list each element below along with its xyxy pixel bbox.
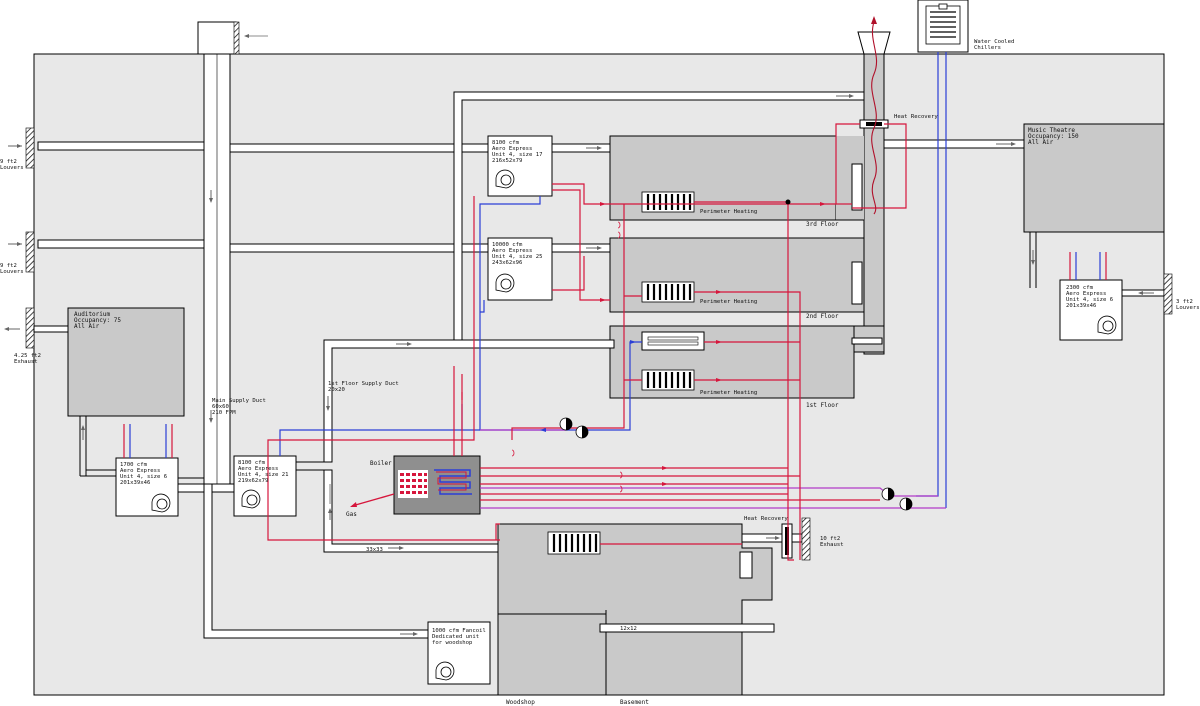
auditorium-ahu [115, 457, 179, 517]
fancoil-text-2: for woodshop [432, 640, 473, 646]
louver-exhaust-right [801, 517, 811, 561]
ahu-2nd-text-0: 10000 cfm [492, 242, 523, 248]
exhaust-right-text-0: 10 ft2 [820, 536, 840, 542]
music-system: All Air [1028, 139, 1054, 146]
ahu-3rd-text-1: Aero Express [492, 146, 532, 152]
auditorium-zone [67, 307, 185, 417]
heat-recovery-top-label: Heat Recovery [894, 114, 938, 120]
floor1-label: 1st Floor [806, 402, 839, 409]
louver-right-text-1: Louvers [1176, 305, 1200, 311]
louver-right-text-0: 3 ft2 [1176, 299, 1193, 305]
ahu-3rd-text-0: 8100 cfm [492, 140, 520, 146]
ahu-aud-text-2: Unit 4, size 6 [120, 474, 167, 480]
chillers-text-1: Chillers [974, 45, 1001, 51]
floor2-label: 2nd Floor [806, 313, 839, 320]
woodshop-zone [497, 613, 607, 696]
ahu-3rd-text-3: 216x52x79 [492, 158, 522, 164]
main-duct-text-2: 210 FPM [212, 410, 236, 416]
ahu-3rd-text-2: Unit 4, size 17 [492, 152, 543, 158]
duct-33-label: 33x33 [366, 547, 383, 553]
music-theatre-zone [1023, 123, 1165, 233]
perim1-label: Perimeter Heating [700, 390, 757, 396]
exhaust-right-text-1: Exhaust [820, 542, 844, 548]
ahu-1st-text-2: Unit 4, size 21 [238, 472, 289, 478]
ahu-2nd-text-2: Unit 4, size 25 [492, 254, 543, 260]
first-duct-text-0: 1st Floor Supply Duct [328, 381, 399, 387]
chilled-coil-1st [641, 331, 705, 351]
fancoil-woodshop [427, 621, 491, 685]
main-duct-text-0: Main Supply Duct [212, 398, 266, 404]
fancoil-text-0: 1000 cfm Fancoil [432, 628, 486, 634]
ahu-music-text-2: Unit 4, size 6 [1066, 297, 1113, 303]
ahu-music-text-0: 2300 cfm [1066, 285, 1094, 291]
first-floor-ahu [233, 455, 297, 517]
main-duct-text-1: 60x60 [212, 404, 229, 410]
ahu-1st-text-0: 8100 cfm [238, 460, 266, 466]
auditorium-occupancy: Occupancy: 75 [74, 317, 121, 324]
louver-top-text-0: 9 ft2 [0, 159, 17, 165]
ahu-music-text-3: 201x39x46 [1066, 303, 1096, 309]
louver-exhaust-aud [25, 307, 35, 349]
chillers-text-0: Water Cooled [974, 39, 1014, 45]
supply-duct-2nd [229, 243, 611, 253]
louver-top-text-1: Louvers [0, 165, 24, 171]
music-title: Music Theatre [1028, 127, 1075, 134]
ahu-1st-text-1: Aero Express [238, 466, 278, 472]
roof-intake-hood [197, 21, 237, 55]
ahu-music-text-1: Aero Express [1066, 291, 1106, 297]
exhaust-aud-text-1: Exhaust [14, 359, 38, 365]
intake-arrow-icon [244, 34, 249, 38]
auditorium-system: All Air [74, 323, 100, 330]
fan-icon [151, 169, 1117, 681]
fancoil-text-1: Dedicated unit [432, 634, 479, 640]
oa-duct-top [37, 141, 205, 151]
heat-recovery-bottom-label: Heat Recovery [744, 516, 788, 522]
louver-right [1163, 273, 1173, 315]
boiler-label: Boiler [370, 460, 392, 467]
perim3-label: Perimeter Heating [700, 209, 757, 215]
ahu-3rd-floor [487, 135, 553, 197]
ahu-1st-text-3: 219x62x79 [238, 478, 268, 484]
music-occupancy: Occupancy: 150 [1028, 133, 1079, 140]
supply-duct-3rd [229, 143, 611, 153]
first-duct-text-1: 20x20 [328, 387, 345, 393]
duct-12-label: 12x12 [620, 626, 637, 632]
louver-top [25, 127, 35, 169]
louver-mid [25, 231, 35, 273]
louver-mid-text-1: Louvers [0, 269, 24, 275]
exhaust-arrow-icon [871, 21, 878, 215]
louver-mid-text-0: 9 ft2 [0, 263, 17, 269]
ahu-2nd-text-3: 243x62x96 [492, 260, 522, 266]
basement-label: Basement [620, 699, 649, 706]
floor3-label: 3rd Floor [806, 221, 839, 228]
perim2-label: Perimeter Heating [700, 299, 757, 305]
roof-intake-louver [233, 21, 240, 55]
ahu-aud-text-3: 201x39x46 [120, 480, 150, 486]
music-ahu [1059, 279, 1123, 341]
auditorium-title: Auditorium [74, 311, 111, 318]
ahu-2nd-floor [487, 237, 553, 301]
oa-duct-mid [37, 239, 205, 249]
ahu-aud-text-0: 1700 cfm [120, 462, 148, 468]
gas-label: Gas [346, 511, 357, 518]
ahu-aud-text-1: Aero Express [120, 468, 160, 474]
woodshop-label: Woodshop [506, 699, 535, 706]
exhaust-aud-text-0: 4.25 ft2 [14, 353, 41, 359]
ahu-2nd-text-1: Aero Express [492, 248, 532, 254]
